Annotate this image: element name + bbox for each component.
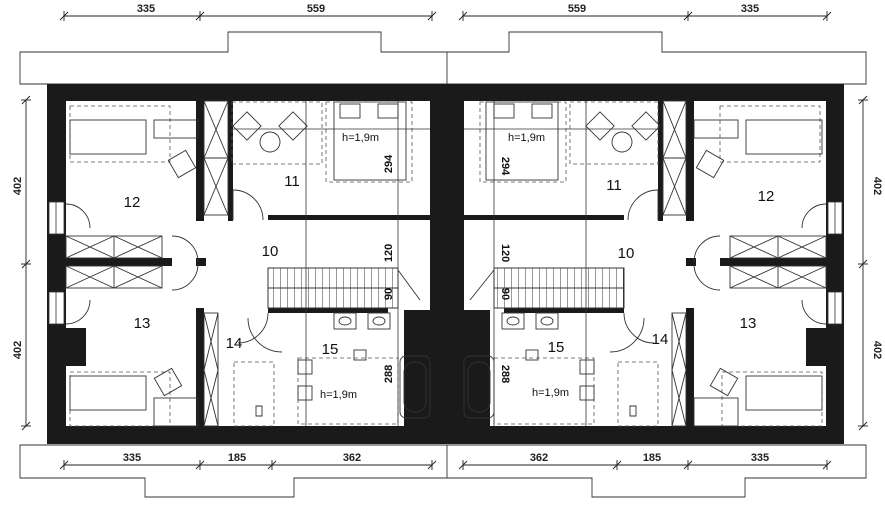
roof-outline-bottom bbox=[19, 444, 867, 498]
left-doors bbox=[65, 189, 283, 353]
dimension-lines-sides bbox=[21, 95, 868, 431]
dim-bottom-2: 185 bbox=[228, 452, 246, 464]
left-stairs-arrow bbox=[397, 269, 421, 301]
room-label-left-10: 10 bbox=[262, 243, 279, 260]
right-roof-lines bbox=[493, 101, 587, 426]
right-wardrobes bbox=[662, 100, 827, 427]
left-wardrobes bbox=[65, 100, 229, 427]
right-stairs-arrow bbox=[469, 269, 495, 301]
room-label-left-13: 13 bbox=[134, 315, 151, 332]
room-label-left-12: 12 bbox=[124, 194, 141, 211]
dim-top-1: 335 bbox=[137, 3, 155, 15]
exterior-walls bbox=[47, 84, 844, 444]
dim-bottom-5: 185 bbox=[643, 452, 661, 464]
dim-label-right-288: 288 bbox=[499, 365, 511, 383]
dim-side-left-lower: 402 bbox=[12, 341, 24, 359]
room-label-left-14: 14 bbox=[226, 335, 243, 352]
room-label-left-11: 11 bbox=[284, 173, 300, 190]
dim-bottom-4: 362 bbox=[530, 452, 548, 464]
height-note-right-lower: h=1,9m bbox=[532, 387, 569, 399]
room-label-right-14: 14 bbox=[652, 331, 669, 348]
height-note-left-upper: h=1,9m bbox=[342, 132, 379, 144]
dimension-lines-top bbox=[59, 11, 832, 21]
left-roof-lines bbox=[305, 101, 399, 426]
dim-label-right-120: 120 bbox=[499, 244, 511, 262]
left-unit-interior-walls bbox=[66, 101, 430, 426]
roof-outline-top bbox=[19, 31, 867, 85]
dim-label-left-90: 90 bbox=[383, 288, 395, 300]
dim-side-right-upper: 402 bbox=[871, 177, 883, 195]
room-label-right-10: 10 bbox=[618, 245, 635, 262]
dim-label-right-90: 90 bbox=[499, 288, 511, 300]
right-unit-interior-walls bbox=[464, 101, 826, 426]
dim-side-left-upper: 402 bbox=[12, 177, 24, 195]
dim-label-left-294: 294 bbox=[383, 154, 395, 173]
dim-top-2: 559 bbox=[307, 3, 325, 15]
dim-top-3: 559 bbox=[568, 3, 586, 15]
left-furniture bbox=[69, 101, 431, 427]
dimension-lines-bottom bbox=[59, 460, 832, 470]
dim-bottom-1: 335 bbox=[123, 452, 141, 464]
side-window-lines bbox=[55, 202, 836, 324]
wall-column-left bbox=[66, 328, 86, 366]
height-note-right-upper: h=1,9m bbox=[508, 132, 545, 144]
room-label-left-15: 15 bbox=[322, 341, 339, 358]
dim-label-left-288: 288 bbox=[383, 365, 395, 383]
dim-side-right-lower: 402 bbox=[871, 341, 883, 359]
height-note-left-lower: h=1,9m bbox=[320, 389, 357, 401]
dim-bottom-3: 362 bbox=[343, 452, 361, 464]
room-label-right-15: 15 bbox=[548, 339, 565, 356]
right-doors bbox=[609, 189, 827, 353]
dim-bottom-6: 335 bbox=[751, 452, 769, 464]
dim-top-4: 335 bbox=[741, 3, 759, 15]
right-furniture bbox=[463, 101, 823, 427]
dim-label-right-294: 294 bbox=[499, 157, 511, 176]
room-label-right-11: 11 bbox=[606, 177, 622, 194]
dim-label-left-120: 120 bbox=[383, 244, 395, 262]
wall-column-right bbox=[806, 328, 826, 366]
room-label-right-12: 12 bbox=[758, 188, 775, 205]
room-label-right-13: 13 bbox=[740, 315, 757, 332]
